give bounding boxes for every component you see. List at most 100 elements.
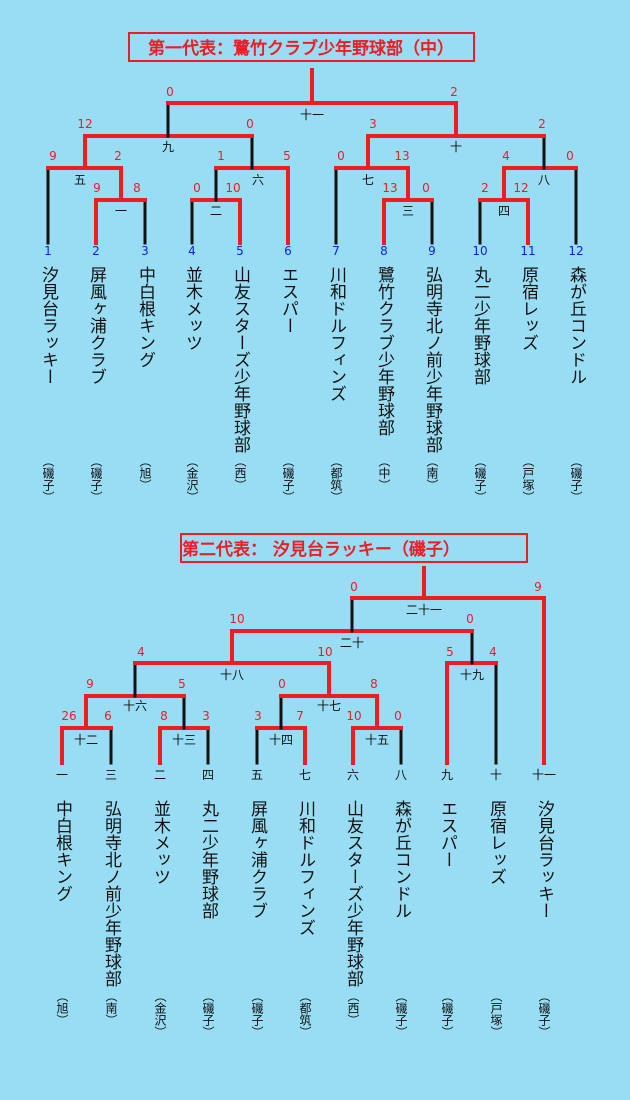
entry-number: 五 [251, 768, 263, 782]
team-name: 並木メッツ [150, 800, 171, 885]
team-area: （戸塚） [521, 455, 535, 503]
team-area: （磯子） [394, 990, 408, 1038]
score: 13 [394, 149, 409, 163]
team-name: 汐見台ラッキー [38, 266, 59, 385]
score: 0 [166, 85, 174, 99]
score: 10 [346, 709, 361, 723]
bracket2-title: 第二代表： 汐見台ラッキー（磯子） [182, 539, 460, 560]
team-area: （金沢） [153, 990, 167, 1038]
score: 10 [225, 181, 240, 195]
entry-number: 2 [92, 244, 100, 258]
game-number: 二十 [340, 636, 364, 650]
score: 4 [502, 149, 510, 163]
match-8-win [502, 166, 578, 202]
team-name: 川和ドルフィンズ [295, 800, 316, 936]
game-number: 八 [538, 173, 550, 187]
team-area: （西） [346, 990, 360, 1026]
match-12-win [60, 726, 113, 765]
match-13-win [158, 726, 210, 765]
team-name: 丸二少年野球部 [198, 800, 219, 919]
score: 8 [160, 709, 168, 723]
team-area: （磯子） [440, 990, 454, 1038]
score: 7 [296, 709, 304, 723]
entry-number: 九 [441, 768, 453, 782]
score: 0 [350, 580, 358, 594]
team-area: （磯子） [89, 455, 103, 503]
score: 0 [278, 677, 286, 691]
match-20-win [230, 629, 474, 665]
score: 0 [422, 181, 430, 195]
entry-number: 1 [44, 244, 52, 258]
match-15-win [351, 726, 403, 765]
entry-number: 3 [141, 244, 149, 258]
team-name: エスパー [437, 800, 457, 868]
team-name: 原宿レッズ [486, 800, 507, 885]
score: 12 [77, 117, 92, 131]
match-16-win [84, 694, 186, 730]
team-name: 並木メッツ [182, 266, 203, 351]
match-11-win [166, 101, 458, 138]
team-area: （西） [233, 455, 247, 491]
match-1-win [94, 198, 147, 245]
team-name: 森が丘コンドル [391, 800, 412, 919]
score: 9 [93, 181, 101, 195]
game-number: 十 [450, 140, 462, 154]
team-name: 原宿レッズ [518, 266, 539, 351]
entry-number: 11 [520, 244, 535, 258]
team-area: （磯子） [569, 455, 583, 503]
score: 0 [246, 117, 254, 131]
match-19-win [445, 661, 498, 765]
game-number: 五 [74, 173, 86, 187]
team-name: 屏風ヶ浦クラブ [247, 800, 268, 919]
team-name: 汐見台ラッキー [534, 800, 555, 919]
score: 1 [217, 149, 225, 163]
entry-number: 二 [154, 768, 166, 782]
team-area: （金沢） [185, 455, 199, 503]
game-number: 十三 [172, 733, 196, 747]
team-area: （磯子） [201, 990, 215, 1038]
game-number: 九 [162, 140, 174, 154]
game-number: 三 [402, 204, 414, 218]
team-name: 鷺竹クラブ少年野球部 [374, 266, 395, 436]
entry-number: 七 [299, 768, 311, 782]
score: 0 [193, 181, 201, 195]
game-number: 七 [362, 173, 374, 187]
entry-number: 9 [428, 244, 436, 258]
team-area: （磯子） [281, 455, 295, 503]
entry-number: 十 [490, 768, 502, 782]
game-number: 十七 [317, 699, 341, 713]
score: 4 [489, 645, 497, 659]
match-7-win [334, 166, 410, 202]
team-area: （都筑） [329, 455, 343, 503]
team-name: 川和ドルフィンズ [326, 266, 347, 402]
score: 2 [114, 149, 122, 163]
entry-number: 八 [395, 768, 407, 782]
game-number: 一 [115, 204, 127, 218]
score: 10 [317, 645, 332, 659]
game-number: 二十一 [406, 603, 442, 617]
entry-number: 一 [56, 768, 68, 782]
entry-number: 四 [202, 768, 214, 782]
team-name: 弘明寺北ノ前少年野球部 [101, 800, 122, 987]
game-number: 二 [210, 204, 222, 218]
score: 8 [370, 677, 378, 691]
entry-number: 10 [472, 244, 487, 258]
team-area: （戸塚） [489, 990, 503, 1038]
game-number: 十八 [220, 668, 244, 682]
score: 5 [446, 645, 454, 659]
team-area: （中） [377, 455, 391, 491]
match-21-win [350, 596, 546, 765]
score: 12 [513, 181, 528, 195]
score: 3 [254, 709, 262, 723]
team-name: 屏風ヶ浦クラブ [86, 266, 107, 385]
team-name: 弘明寺北ノ前少年野球部 [422, 266, 443, 453]
match-17-win [279, 694, 379, 730]
entry-number: 12 [568, 244, 583, 258]
team-area: （南） [104, 990, 118, 1026]
score: 8 [133, 181, 141, 195]
game-number: 十一 [300, 108, 324, 122]
entry-number: 十一 [532, 768, 556, 782]
score: 0 [337, 149, 345, 163]
game-number: 十六 [123, 699, 147, 713]
